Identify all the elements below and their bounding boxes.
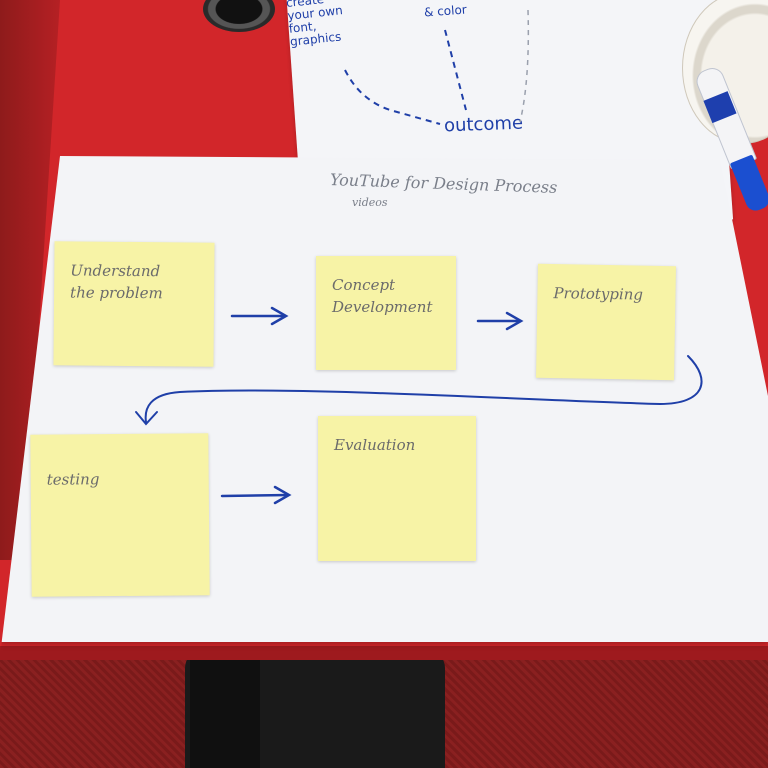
return-arrow-icon <box>135 355 703 426</box>
arrow-icon <box>476 311 524 331</box>
poster-subtitle: videos <box>352 196 388 209</box>
sticky-note-evaluation: Evaluation <box>318 416 476 561</box>
sticky-note-label: Evaluation <box>334 436 416 454</box>
chair-leg <box>190 660 260 768</box>
arrow-icon <box>220 485 292 505</box>
sticky-note-label: Concept Development <box>332 276 433 316</box>
arrow-icon <box>230 306 289 326</box>
sticky-note-concept: Concept Development <box>316 256 456 370</box>
